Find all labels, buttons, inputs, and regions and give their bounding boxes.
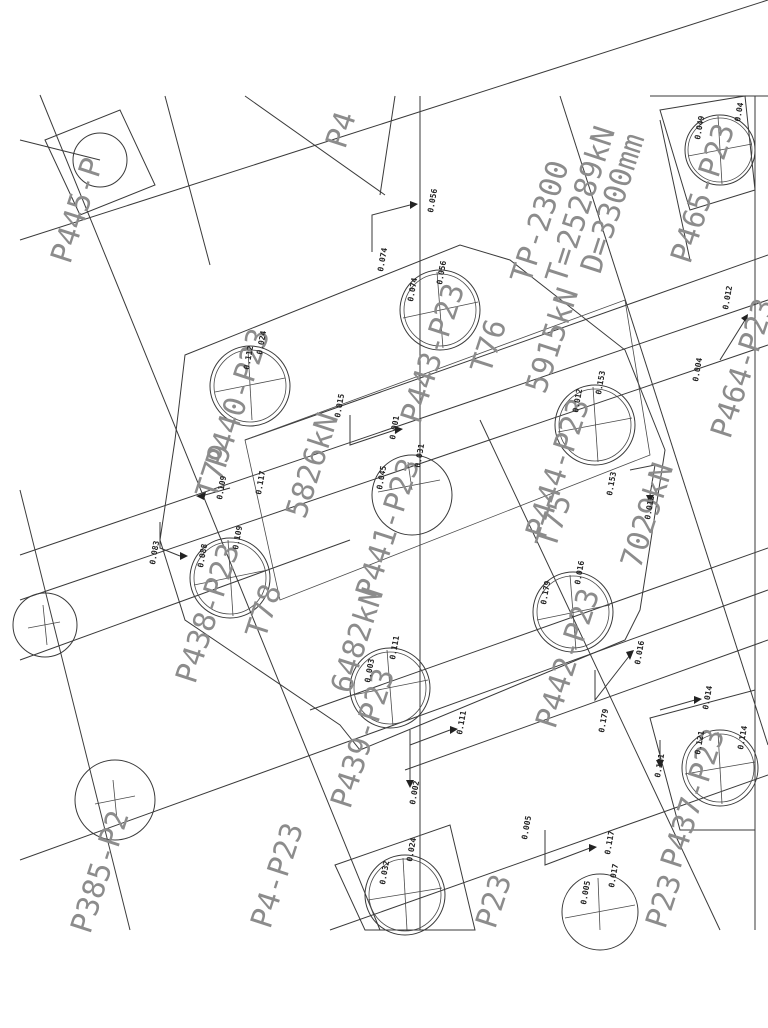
label-t78: T78: [239, 580, 289, 642]
svg-text:0.001: 0.001: [388, 415, 401, 440]
svg-text:0.179: 0.179: [597, 708, 610, 733]
pile-circle-1: [209, 345, 291, 427]
svg-text:0.117: 0.117: [254, 470, 267, 495]
svg-text:0.031: 0.031: [413, 443, 426, 468]
dimension-values: 0.056 0.074 0.056 0.112 0.024 0.015 0.07…: [148, 102, 749, 906]
label-p23-bottom-right: P23: [639, 870, 689, 932]
pile-circle-10: [364, 854, 446, 936]
svg-text:0.109: 0.109: [215, 475, 228, 500]
label-p23-bottom-left: P23: [469, 870, 519, 932]
pile-box-bottom-2: [649, 689, 756, 831]
pile-group: [12, 114, 759, 951]
label-p4-top: P4: [319, 107, 363, 152]
svg-text:0.012: 0.012: [571, 388, 584, 413]
pile-circle-2: [399, 269, 481, 351]
svg-text:0.015: 0.015: [333, 393, 346, 418]
label-5826: 5826kN: [279, 409, 346, 523]
svg-text:0.04: 0.04: [733, 102, 745, 123]
svg-text:0.012: 0.012: [643, 495, 656, 520]
svg-text:0.153: 0.153: [605, 471, 618, 496]
svg-text:0.045: 0.045: [375, 465, 388, 490]
svg-text:0.121: 0.121: [693, 730, 706, 755]
svg-text:0.117: 0.117: [603, 830, 616, 855]
grid-lines: [19, 0, 768, 931]
pile-box-bottom-1: [334, 824, 476, 931]
pile-circle-4: [189, 537, 271, 619]
label-p445: P445-P: [44, 154, 111, 268]
svg-text:0.012: 0.012: [721, 285, 734, 310]
label-5915: 5915kN: [519, 284, 586, 398]
svg-text:0.014: 0.014: [701, 685, 714, 710]
label-p464: P464-P23: [704, 294, 768, 442]
pile-circle-5: [554, 384, 636, 466]
svg-text:0.017: 0.017: [607, 863, 620, 888]
label-p4-bottom: P4-P23: [244, 819, 311, 933]
svg-text:0.016: 0.016: [633, 640, 646, 665]
svg-text:0.088: 0.088: [196, 543, 209, 568]
svg-text:0.121: 0.121: [653, 753, 666, 778]
svg-text:0.074: 0.074: [376, 247, 389, 272]
dimension-arrows: [159, 201, 748, 866]
svg-text:0.049: 0.049: [693, 115, 706, 140]
label-p441: P441-P23: [349, 454, 427, 602]
svg-text:0.179: 0.179: [539, 580, 552, 605]
svg-text:0.109: 0.109: [231, 525, 244, 550]
svg-text:0.153: 0.153: [594, 370, 607, 395]
svg-text:0.002: 0.002: [408, 780, 421, 805]
label-p437: P437-P23: [654, 724, 732, 872]
svg-text:0.111: 0.111: [455, 710, 468, 735]
label-p385: P385-P2: [64, 806, 136, 937]
svg-text:0.112: 0.112: [242, 345, 255, 370]
svg-text:0.111: 0.111: [388, 635, 401, 660]
svg-text:0.114: 0.114: [736, 725, 749, 750]
pile-circle-3: [371, 454, 453, 536]
svg-text:0.016: 0.016: [573, 560, 586, 585]
label-t76: T76: [464, 315, 514, 377]
pile-circle-9: [681, 729, 759, 807]
label-t79: T79: [189, 440, 239, 502]
svg-text:0.032: 0.032: [378, 860, 391, 885]
svg-text:0.005: 0.005: [520, 815, 533, 840]
svg-text:0.083: 0.083: [148, 540, 161, 565]
svg-text:0.024: 0.024: [405, 837, 418, 862]
svg-text:0.005: 0.005: [579, 880, 592, 905]
column-square-top-left: [44, 109, 156, 216]
inner-rectangle: [244, 299, 651, 601]
pile-circle-8: [684, 114, 756, 186]
svg-text:0.024: 0.024: [255, 330, 268, 355]
svg-text:0.003: 0.003: [363, 658, 376, 683]
pile-circle-11: [561, 873, 639, 951]
svg-text:0.074: 0.074: [406, 277, 419, 302]
label-p442: P442-P23: [529, 584, 607, 732]
svg-text:0.004: 0.004: [691, 357, 704, 382]
pile-circle-13: [74, 759, 156, 841]
pile-circle-7: [349, 647, 431, 729]
pile-box-top-right: [659, 95, 756, 211]
svg-text:0.056: 0.056: [426, 188, 439, 213]
pile-circle-6: [532, 571, 614, 653]
svg-text:0.056: 0.056: [435, 260, 448, 285]
pile-circle-12: [12, 592, 78, 658]
